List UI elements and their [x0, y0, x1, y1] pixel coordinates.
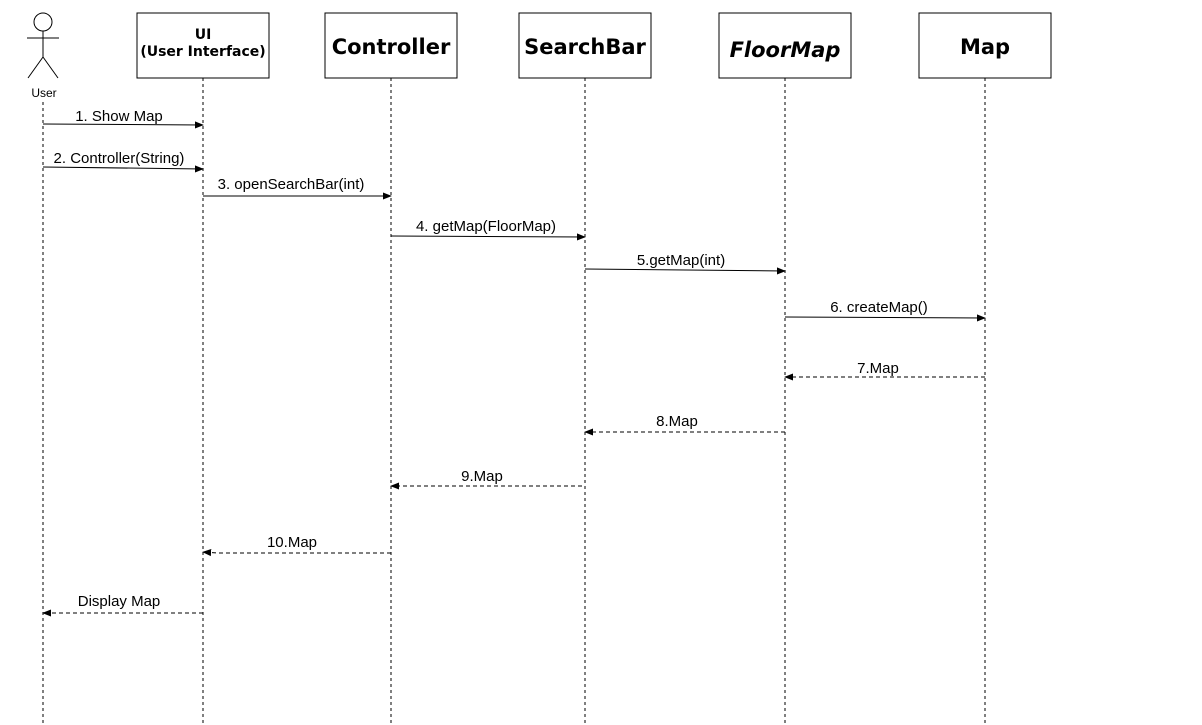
message-1: 1. Show Map	[42, 108, 204, 129]
actor-user: User	[27, 12, 59, 100]
message-7: 7.Map	[784, 360, 985, 381]
message-5: 5.getMap(int)	[584, 252, 786, 275]
participant-searchbar: SearchBar	[518, 12, 652, 79]
participant-box-map	[918, 12, 1052, 79]
message-label-9: 9.Map	[461, 468, 503, 485]
message-arrow-6	[784, 314, 986, 322]
message-label-2: 2. Controller(String)	[54, 150, 185, 167]
message-2: 2. Controller(String)	[42, 150, 204, 173]
participant-controller: Controller	[324, 12, 458, 79]
message-6: 6. createMap()	[784, 299, 986, 322]
participant-title-floormap: FloorMap	[730, 38, 841, 62]
actor-left-leg	[27, 56, 44, 79]
actor-right-leg	[42, 56, 59, 79]
message-arrow-5	[584, 267, 786, 275]
message-label-10: 10.Map	[267, 534, 317, 551]
message-4: 4. getMap(FloorMap)	[390, 218, 586, 241]
message-label-6: 6. createMap()	[830, 299, 928, 316]
message-label-11: Display Map	[78, 593, 161, 610]
message-arrow-2	[42, 165, 204, 173]
message-arrow-4	[390, 233, 586, 241]
participant-ui: UI (User Interface)	[136, 12, 270, 79]
message-label-7: 7.Map	[857, 360, 899, 377]
message-10: 10.Map	[202, 534, 391, 557]
participant-subtitle-ui: (User Interface)	[140, 44, 265, 60]
participant-box-floormap	[718, 12, 852, 79]
participant-title-map: Map	[960, 35, 1010, 59]
message-label-5: 5.getMap(int)	[637, 252, 725, 269]
message-arrow-1	[42, 121, 204, 129]
message-label-8: 8.Map	[656, 413, 698, 430]
actor-label: User	[31, 86, 56, 100]
participant-box-ui	[136, 12, 270, 79]
message-label-3: 3. openSearchBar(int)	[218, 176, 365, 193]
message-9: 9.Map	[390, 468, 582, 490]
participant-box-controller	[324, 12, 458, 79]
message-label-4: 4. getMap(FloorMap)	[416, 218, 556, 235]
participant-title-controller: Controller	[332, 35, 451, 59]
message-8: 8.Map	[584, 413, 785, 436]
participant-box-searchbar	[518, 12, 652, 79]
actor-head	[33, 12, 53, 32]
message-label-1: 1. Show Map	[75, 108, 163, 125]
message-11: Display Map	[42, 593, 203, 617]
participant-title-ui: UI	[195, 27, 212, 43]
participant-title-searchbar: SearchBar	[524, 35, 646, 59]
message-arrow-10	[202, 548, 391, 557]
participant-map: Map	[918, 12, 1052, 79]
message-3: 3. openSearchBar(int)	[203, 176, 392, 200]
participant-floormap: FloorMap	[718, 12, 852, 79]
